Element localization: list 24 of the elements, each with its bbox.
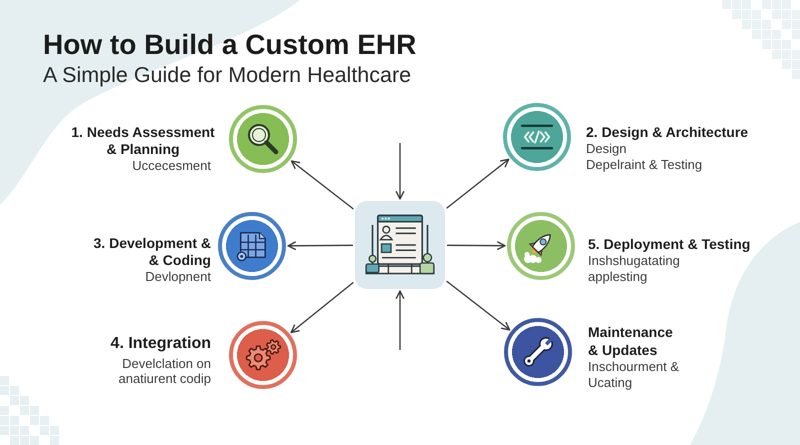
arrow (290, 160, 354, 210)
step-title: 1. Needs Assessment & Planning (70, 124, 216, 158)
arrow (446, 158, 510, 209)
step-description: Devlopnent (145, 269, 211, 284)
step-title: 2. Design & Architecture (586, 123, 748, 141)
arrow (396, 290, 404, 350)
step-description: Inshshugatating applesting (588, 253, 681, 285)
arrow (396, 143, 404, 200)
step-title: 3. Development & & Coding (92, 235, 211, 269)
step-description: Develclation on anatiurent codip (117, 356, 211, 386)
step-description: Depelraint & Testing (586, 157, 702, 173)
title: How to Build a Custom EHR (43, 29, 416, 61)
arrow (446, 280, 510, 331)
step-description: Uccecesment (132, 158, 211, 174)
step-title: 5. Deployment & Testing (588, 235, 750, 253)
subtitle: A Simple Guide for Modern Healthcare (43, 62, 412, 88)
arrow (290, 282, 354, 334)
step-description: Design (586, 141, 626, 157)
arrow (287, 241, 353, 250)
step-description: Inschourment & Ucating (588, 359, 680, 391)
arrow (447, 241, 506, 250)
screen-tile (355, 201, 445, 289)
step-title: Maintenance & Updates (588, 323, 674, 359)
step-title: 4. Integration (110, 334, 211, 354)
